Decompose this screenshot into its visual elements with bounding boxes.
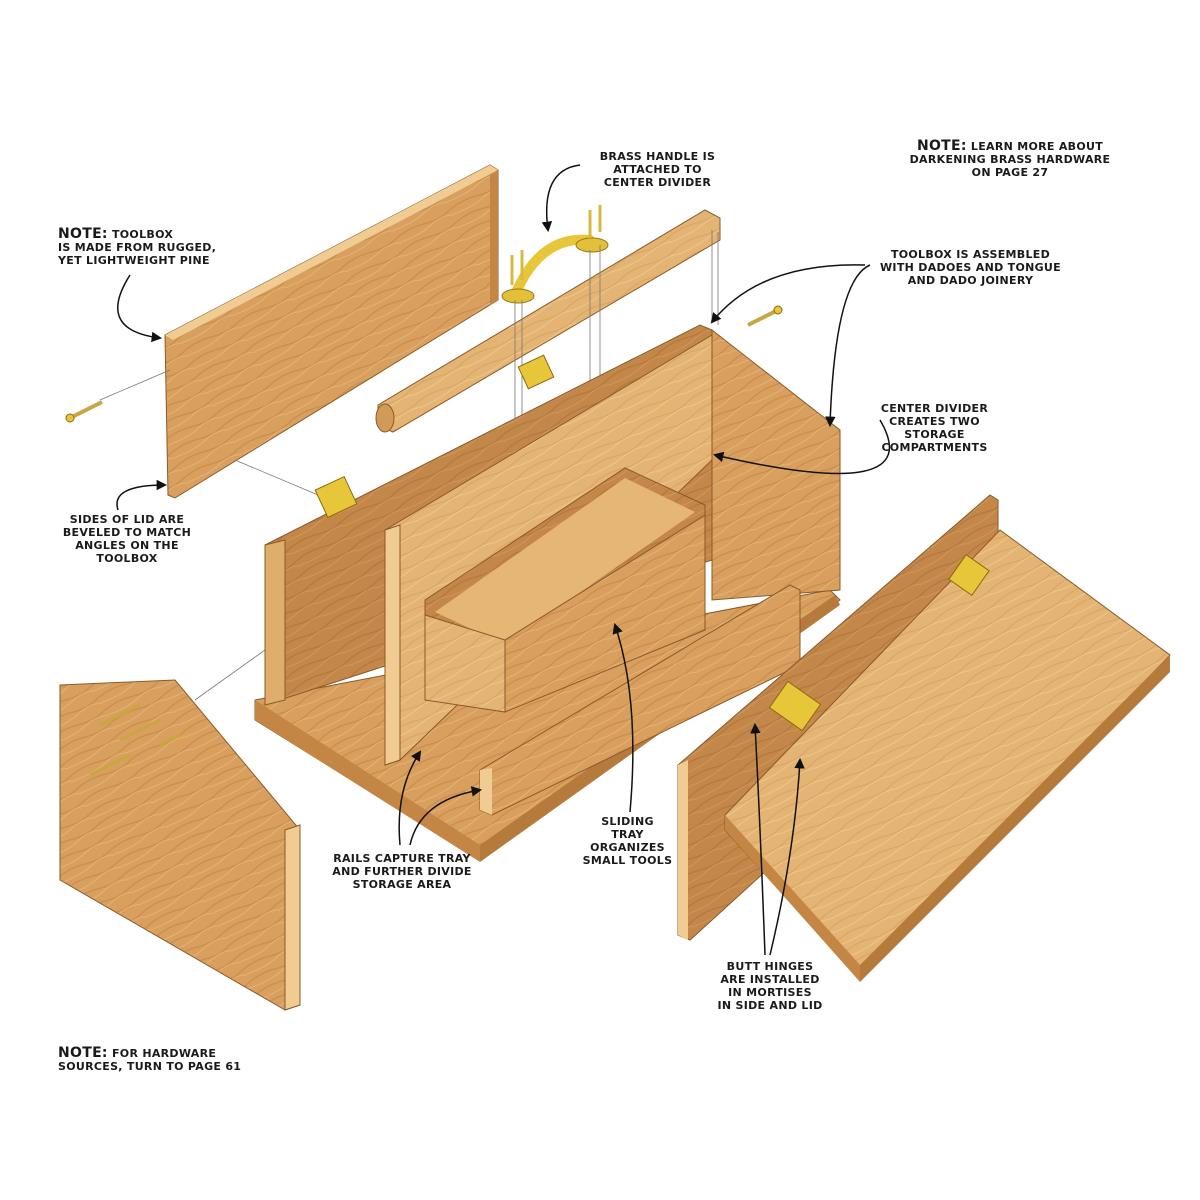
center-divider-rail xyxy=(375,209,721,433)
joinery-label: TOOLBOX IS ASSEMBLED WITH DADOES AND TON… xyxy=(880,248,1061,287)
lid-bevel-label: SIDES OF LID ARE BEVELED TO MATCH ANGLES… xyxy=(62,513,192,565)
sliding-tray-label: SLIDING TRAY ORGANIZES SMALL TOOLS xyxy=(582,815,673,867)
screw-right xyxy=(747,305,783,327)
hinge-icon xyxy=(768,680,822,732)
brass-handle xyxy=(501,205,609,304)
lid-front-panel xyxy=(724,529,1171,982)
note-hardware-label: NOTE: FOR HARDWARE SOURCES, TURN TO PAGE… xyxy=(58,1045,242,1073)
screws-icon xyxy=(89,703,181,777)
lid-back-panel xyxy=(164,164,499,499)
hinge-icon xyxy=(948,553,990,597)
end-panel xyxy=(59,679,301,1011)
leader-arrows xyxy=(116,164,891,956)
assembly-line xyxy=(99,369,171,401)
note-darkening-label: NOTE: LEARN MORE ABOUT DARKENING BRASS H… xyxy=(909,138,1111,179)
rails-label: RAILS CAPTURE TRAY AND FURTHER DIVIDE ST… xyxy=(332,852,472,891)
screw-left xyxy=(65,400,103,423)
note-material-label: NOTE: TOOLBOX IS MADE FROM RUGGED, YET L… xyxy=(58,226,217,267)
hinge-icon xyxy=(314,475,358,519)
center-divider-label: CENTER DIVIDER CREATES TWO STORAGE COMPA… xyxy=(880,402,989,454)
sliding-tray xyxy=(424,467,706,713)
butt-hinges-label: BUTT HINGES ARE INSTALLED IN MORTISES IN… xyxy=(717,960,823,1012)
hinge-icon xyxy=(517,354,555,390)
brass-handle-label: BRASS HANDLE IS ATTACHED TO CENTER DIVID… xyxy=(599,150,716,189)
